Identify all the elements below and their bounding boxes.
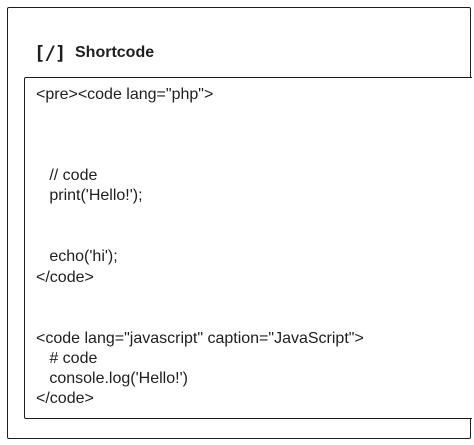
shortcode-textarea[interactable]: <pre><code lang="php"> // code print('He… [24,77,472,419]
shortcode-icon: [/] [34,42,66,64]
shortcode-text[interactable]: <pre><code lang="php"> // code print('He… [36,86,364,408]
block-title: Shortcode [75,44,155,61]
block-header: [/] Shortcode [34,38,154,68]
